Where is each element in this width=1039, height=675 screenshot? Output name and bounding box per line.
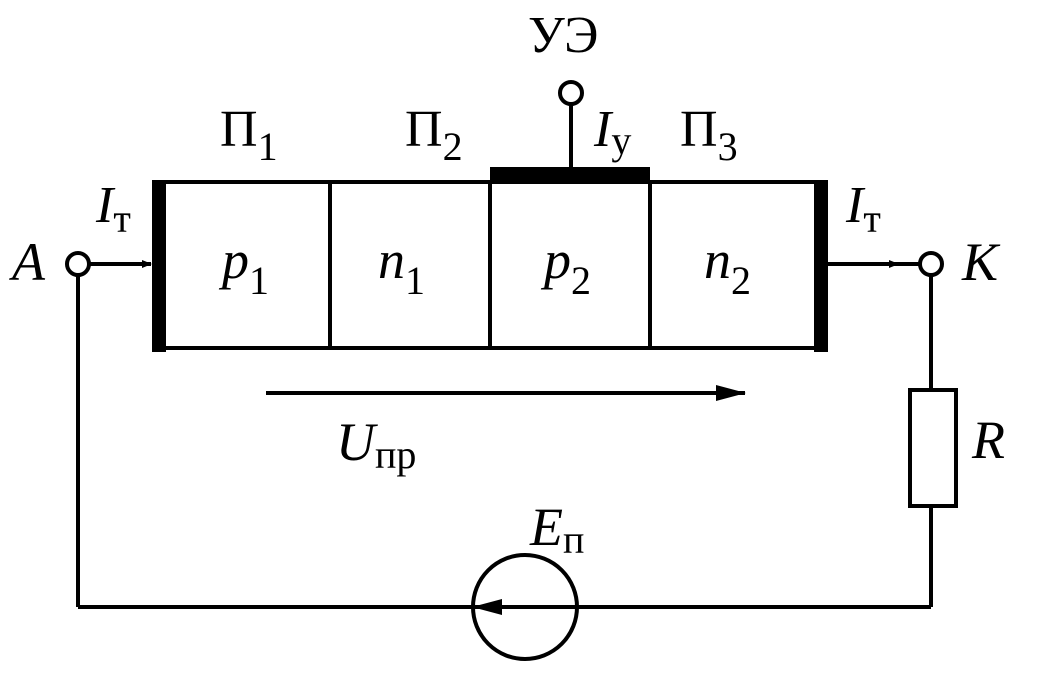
control-terminal[interactable] — [558, 80, 584, 106]
junction-2-label: П2 — [405, 101, 463, 169]
thyristor-structure — [152, 167, 828, 352]
region-n1-label: n1 — [378, 230, 425, 303]
resistor-symbol[interactable] — [908, 388, 958, 508]
anode-terminal[interactable] — [65, 251, 91, 277]
control-electrode-label: УЭ — [528, 7, 598, 64]
region-p2-label: p2 — [540, 230, 591, 303]
cathode-terminal[interactable] — [918, 251, 944, 277]
forward-voltage-label: Uпр — [336, 412, 416, 477]
anode-label: A — [9, 232, 46, 292]
region-p1-label: p1 — [218, 230, 269, 303]
cathode-current-label: Iт — [845, 177, 881, 241]
control-current-label: Iу — [593, 101, 631, 163]
cathode-label: K — [961, 232, 1001, 292]
region-n2-label: n2 — [704, 230, 751, 303]
junction-1-label: П1 — [220, 101, 278, 169]
junction-3-label: П3 — [680, 101, 738, 169]
external-circuit — [76, 275, 958, 661]
anode-contact-plate — [152, 180, 166, 352]
cathode-contact-plate — [814, 180, 828, 352]
source-label: Eп — [529, 497, 584, 562]
anode-current-label: Iт — [95, 177, 131, 241]
resistor-label: R — [971, 410, 1005, 470]
